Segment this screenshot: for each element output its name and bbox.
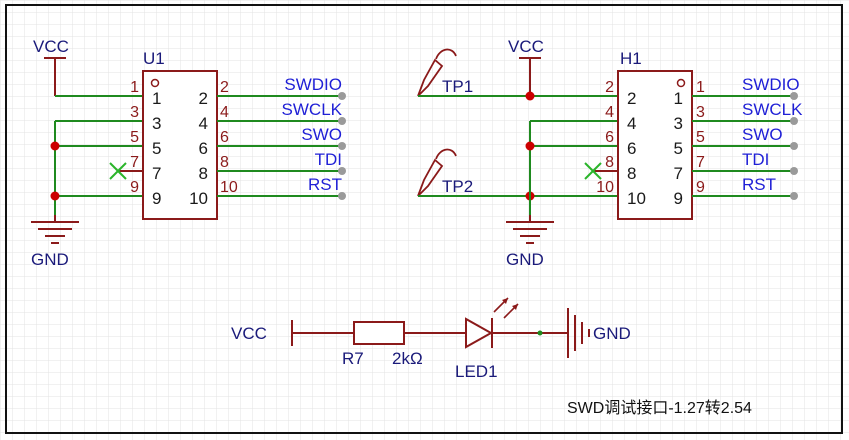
svg-text:6: 6 (220, 129, 229, 146)
svg-text:2: 2 (220, 79, 229, 96)
led1-symbol (465, 317, 494, 349)
led-indicator-section: VCC R7 2kΩ LED1 GND (231, 297, 631, 381)
svg-text:6: 6 (605, 129, 614, 146)
u1-vcc-label: VCC (33, 37, 69, 56)
svg-text:4: 4 (627, 114, 636, 133)
schematic-title: SWD调试接口-1.27转2.54 (567, 399, 752, 417)
net-port-dot (790, 92, 798, 100)
h1-ref: H1 (620, 49, 642, 68)
h1-net-label-swdio: SWDIO (742, 75, 800, 94)
junction-dot (50, 141, 60, 151)
resistor-r7 (353, 321, 405, 345)
tp2-label: TP2 (442, 177, 473, 196)
svg-text:1: 1 (152, 89, 161, 108)
led1-ref: LED1 (455, 362, 498, 381)
h1-net-label-tdi: TDI (742, 150, 769, 169)
junction-dot (525, 141, 535, 151)
pin1-marker (150, 78, 160, 88)
led-vcc-label: VCC (231, 324, 267, 343)
net-label-rst: RST (308, 175, 342, 194)
svg-text:3: 3 (696, 104, 705, 121)
svg-text:5: 5 (696, 129, 705, 146)
svg-text:8: 8 (199, 164, 208, 183)
u1-gnd-label: GND (31, 250, 69, 269)
svg-text:7: 7 (696, 154, 705, 171)
led-gnd-label: GND (593, 324, 631, 343)
svg-text:1: 1 (696, 79, 705, 96)
svg-text:2: 2 (199, 89, 208, 108)
u1-body (142, 70, 218, 220)
svg-text:10: 10 (220, 179, 238, 196)
h1-gnd-label: GND (506, 250, 544, 269)
svg-text:8: 8 (605, 154, 614, 171)
svg-text:9: 9 (696, 179, 705, 196)
net-label-swdio: SWDIO (284, 75, 342, 94)
svg-text:5: 5 (152, 139, 161, 158)
h1-net-label-swo: SWO (742, 125, 783, 144)
sheet-border (5, 4, 843, 434)
svg-text:9: 9 (674, 189, 683, 208)
svg-text:1: 1 (674, 89, 683, 108)
junction-dot (50, 191, 60, 201)
pin1-marker (676, 78, 686, 88)
svg-text:3: 3 (674, 114, 683, 133)
h1-net-label-swclk: SWCLK (742, 100, 803, 119)
svg-text:4: 4 (220, 104, 229, 121)
svg-text:7: 7 (152, 164, 161, 183)
svg-text:5: 5 (674, 139, 683, 158)
svg-text:4: 4 (605, 104, 614, 121)
svg-text:9: 9 (152, 189, 161, 208)
svg-text:2: 2 (627, 89, 636, 108)
svg-text:4: 4 (199, 114, 208, 133)
net-port-dot (338, 92, 346, 100)
svg-text:3: 3 (130, 104, 139, 121)
u1-ref: U1 (143, 49, 165, 68)
svg-text:8: 8 (627, 164, 636, 183)
svg-text:3: 3 (152, 114, 161, 133)
net-label-swo: SWO (301, 125, 342, 144)
h1-section: VCC TP1 TP2 GND (417, 37, 803, 269)
r7-ref: R7 (342, 349, 364, 368)
testpoint-tp1 (417, 48, 457, 97)
svg-text:10: 10 (627, 189, 646, 208)
svg-text:9: 9 (130, 179, 139, 196)
testpoint-tp2 (417, 148, 457, 197)
net-label-tdi: TDI (315, 150, 342, 169)
svg-text:10: 10 (596, 179, 614, 196)
r7-value: 2kΩ (392, 349, 423, 368)
svg-text:5: 5 (130, 129, 139, 146)
u1-section: VCC GND U1 1 3 5 7 9 1 3 5 7 (31, 37, 346, 269)
svg-text:1: 1 (130, 79, 139, 96)
net-label-swclk: SWCLK (282, 100, 343, 119)
h1-vcc-label: VCC (508, 37, 544, 56)
svg-text:10: 10 (189, 189, 208, 208)
svg-text:6: 6 (199, 139, 208, 158)
svg-text:8: 8 (220, 154, 229, 171)
svg-text:7: 7 (674, 164, 683, 183)
svg-text:7: 7 (130, 154, 139, 171)
svg-text:2: 2 (605, 79, 614, 96)
svg-text:6: 6 (627, 139, 636, 158)
h1-net-label-rst: RST (742, 175, 776, 194)
tp1-label: TP1 (442, 77, 473, 96)
junction-dot (525, 91, 535, 101)
